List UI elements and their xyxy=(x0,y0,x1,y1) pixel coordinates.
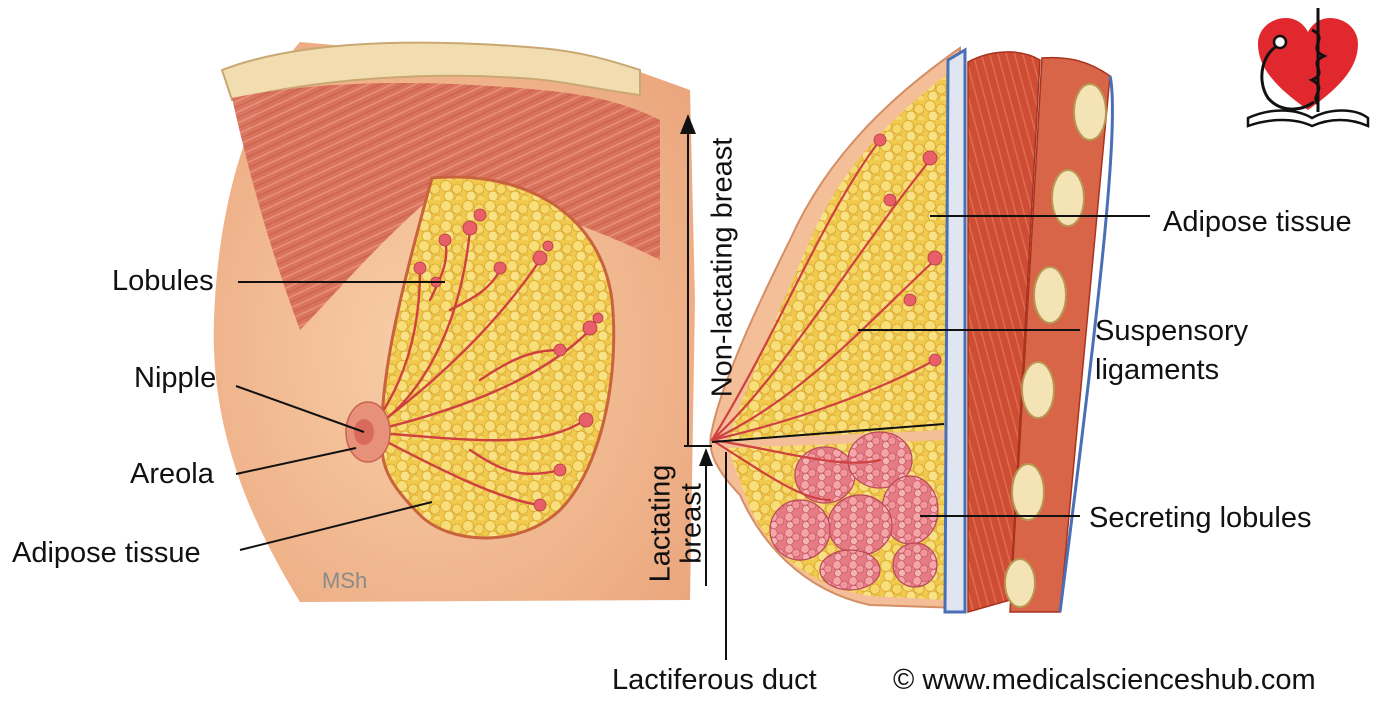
pectoralis-major-section xyxy=(967,51,1041,613)
leader-nipple xyxy=(235,385,365,433)
leader-adipose-left xyxy=(239,501,433,551)
arrowhead-lactating xyxy=(699,448,713,466)
clavicle xyxy=(220,41,641,102)
stethoscope-icon xyxy=(1260,42,1315,111)
label-lactating-line2: breast xyxy=(675,483,708,564)
label-lobules: Lobules xyxy=(112,265,214,297)
caduceus-icon xyxy=(1308,8,1328,112)
stethoscope-chestpiece-icon xyxy=(1272,34,1288,50)
sagittal-view-illustration xyxy=(709,46,1115,614)
open-book-icon xyxy=(1246,109,1370,128)
label-adipose-tissue-right: Adipose tissue xyxy=(1163,206,1352,238)
label-lactiferous-duct: Lactiferous duct xyxy=(612,664,817,696)
lobule-clusters-right xyxy=(873,133,943,367)
label-suspensory-line2: ligaments xyxy=(1095,354,1220,386)
label-lactating-line1: Lactating xyxy=(644,464,677,583)
label-non-lactating-breast: Non-lactating breast xyxy=(706,137,739,398)
label-adipose-tissue-left: Adipose tissue xyxy=(12,537,201,569)
leader-lactiferous-h xyxy=(711,423,945,443)
label-nipple: Nipple xyxy=(134,362,217,394)
lobule-clusters-left xyxy=(413,208,604,512)
label-suspensory-line1: Suspensory xyxy=(1095,315,1249,347)
arrowhead-non-lactating xyxy=(680,114,696,134)
chest-wall-edge xyxy=(1058,75,1115,613)
medical-sciences-hub-logo xyxy=(1246,8,1370,128)
pectoral-muscle xyxy=(232,82,660,330)
ribs xyxy=(1004,83,1107,608)
heart-icon xyxy=(1258,18,1358,110)
leader-areola xyxy=(235,447,357,475)
breast-cutaway xyxy=(380,175,616,540)
label-areola: Areola xyxy=(130,458,214,490)
leader-lines xyxy=(235,128,1150,660)
adipose-upper xyxy=(728,68,955,440)
copyright-text: © www.medicalscienceshub.com xyxy=(893,664,1316,696)
anterior-view-illustration xyxy=(213,41,695,602)
artist-signature: MSh xyxy=(322,568,368,593)
label-secreting-lobules: Secreting lobules xyxy=(1089,502,1312,534)
duct-tree-right xyxy=(710,138,937,502)
